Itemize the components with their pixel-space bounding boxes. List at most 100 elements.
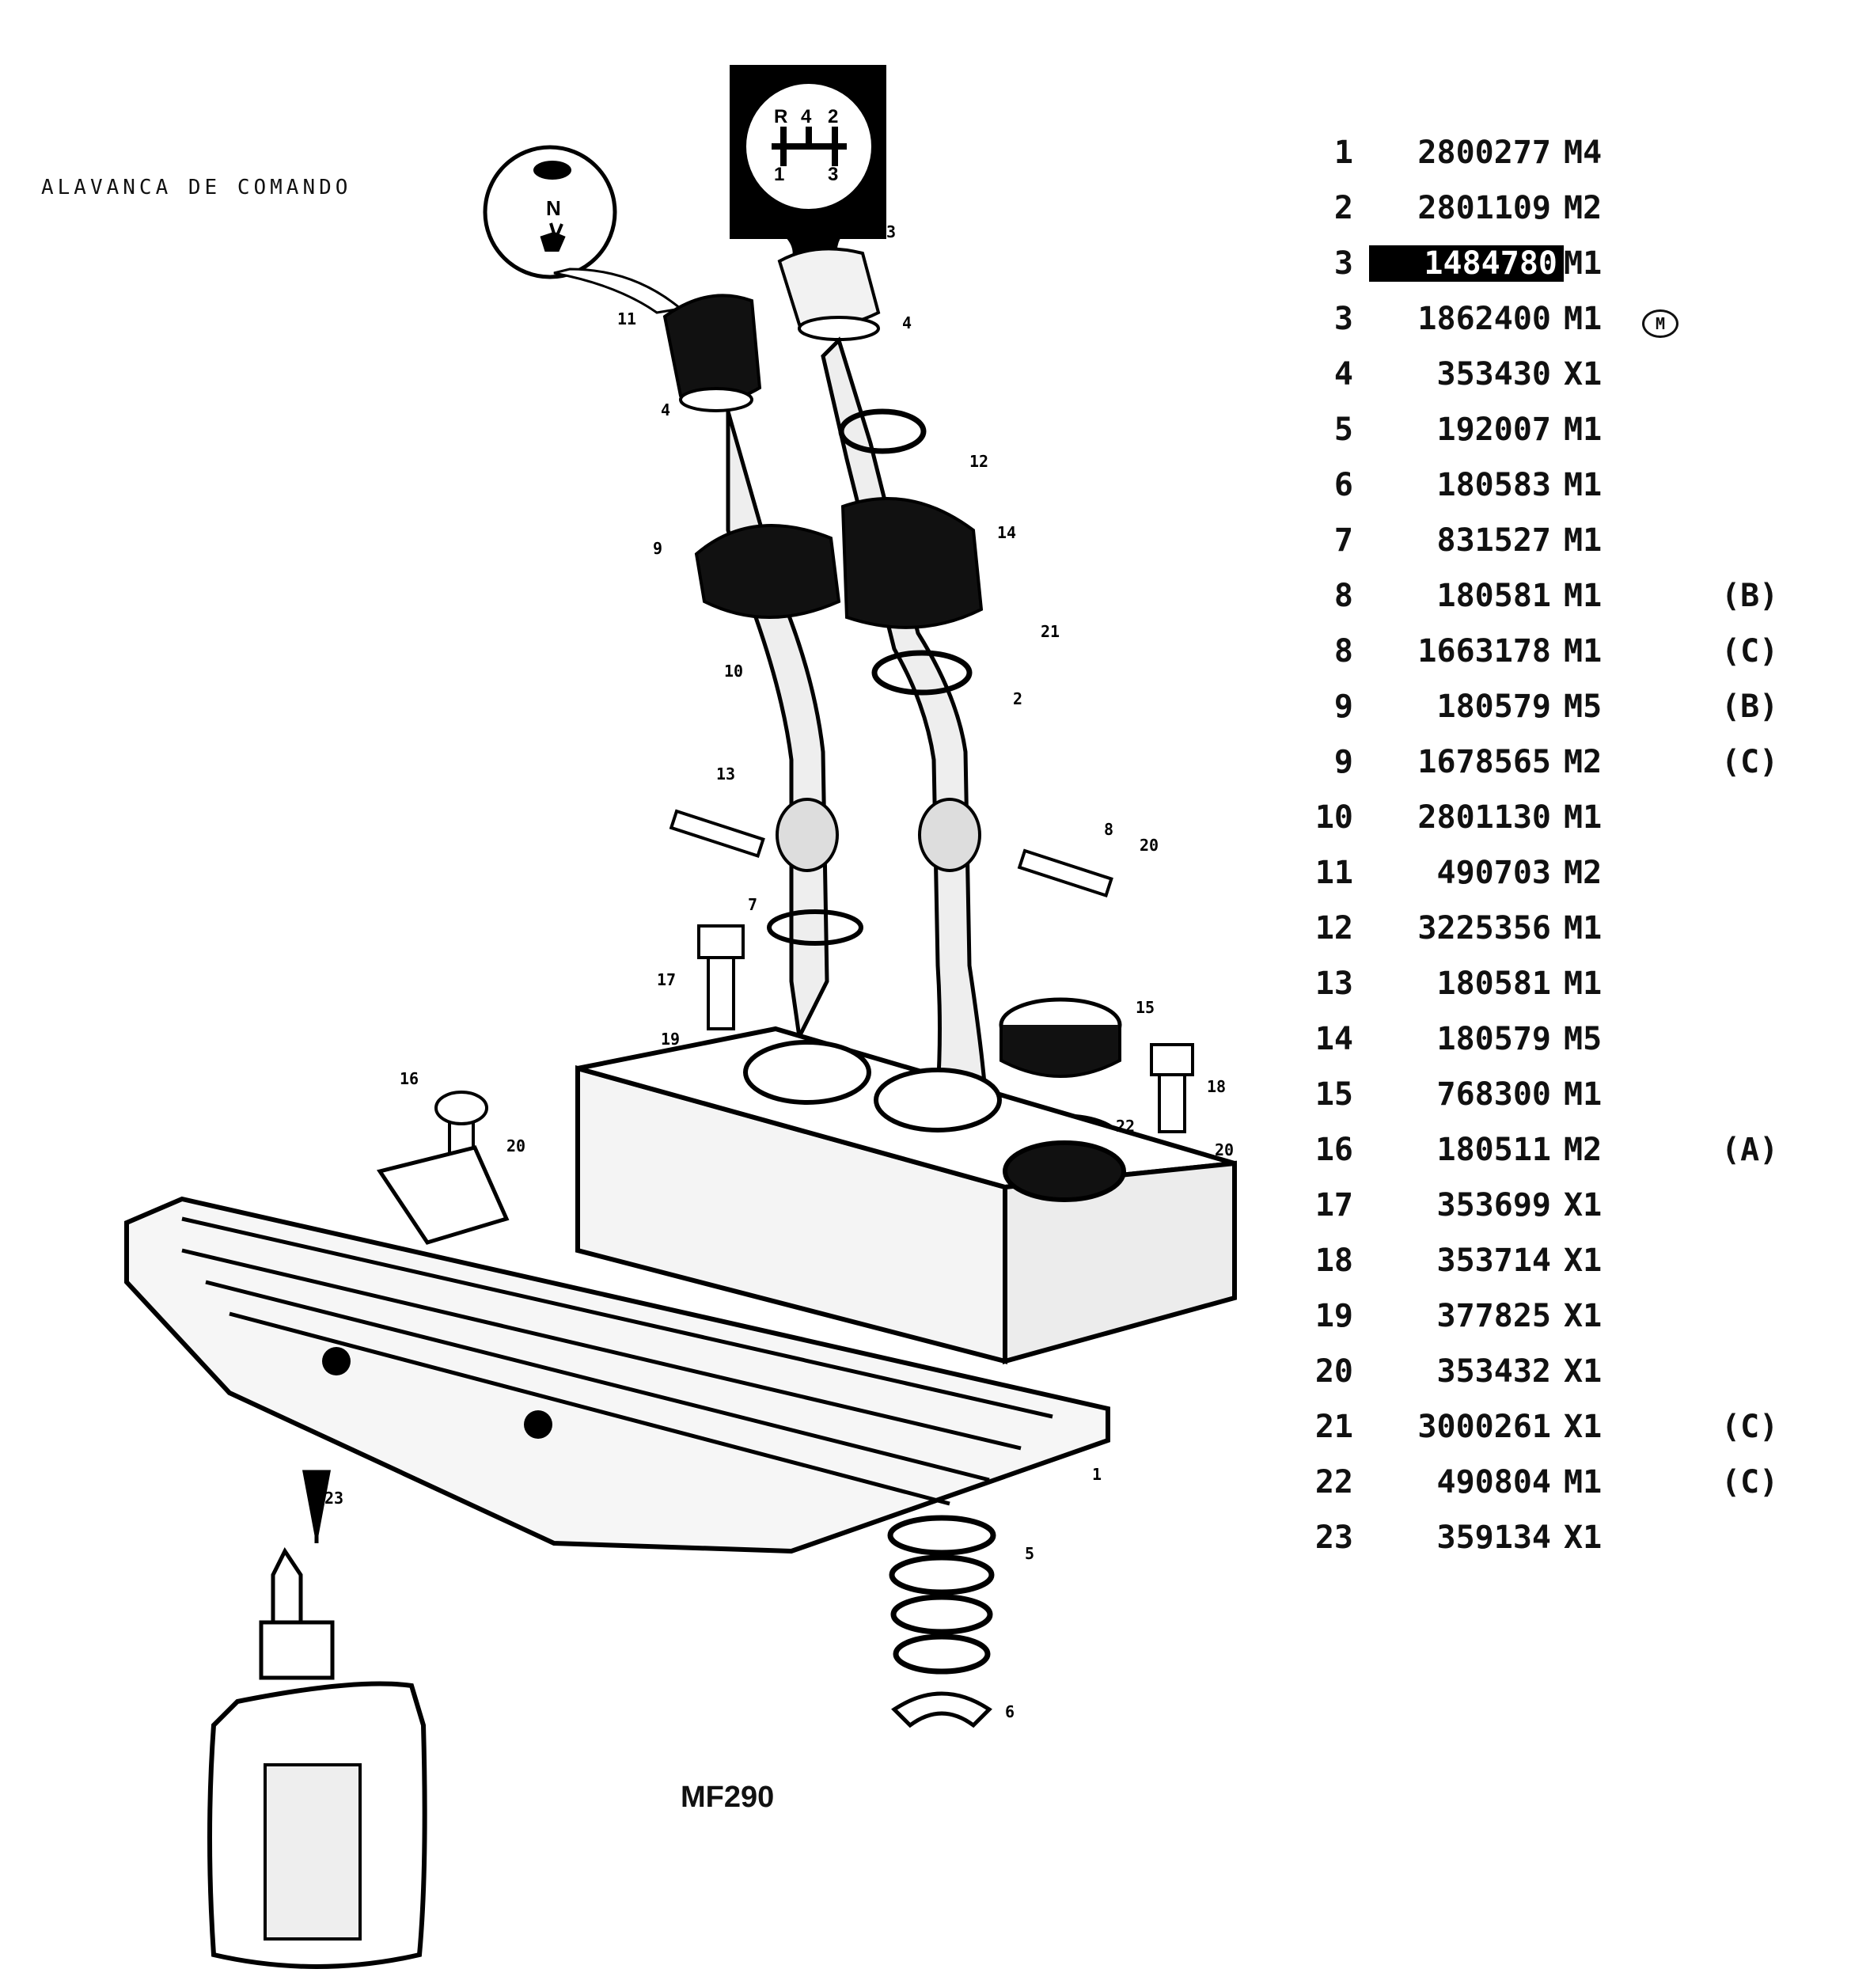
parts-row: 2 2801109 M2 [1282, 190, 1836, 237]
callout-label: 18 [1207, 1077, 1226, 1096]
part-number: 180511 [1436, 1132, 1552, 1168]
part-qty: X1 [1564, 1519, 1603, 1556]
part-ref: 2 [1333, 190, 1353, 226]
part-number: 359134 [1436, 1519, 1552, 1556]
base-plate [124, 1145, 1110, 1554]
range-N: N [546, 196, 561, 220]
callout-label: 14 [997, 523, 1016, 542]
part-qty: M1 [1564, 966, 1603, 1002]
part-number: 180579 [1436, 1021, 1552, 1057]
part-number: 180581 [1436, 578, 1552, 614]
callout-label: 9 [653, 539, 662, 558]
part-qty: M1 [1564, 1076, 1603, 1113]
callout-label: 22 [1116, 1117, 1135, 1136]
callout-label: 20 [1140, 836, 1159, 855]
part-number: 2800277 [1417, 135, 1551, 171]
part-qty: M2 [1564, 1132, 1603, 1168]
part-note: (A) [1721, 1132, 1779, 1168]
part-number: 353432 [1436, 1353, 1552, 1390]
part-qty: M1 [1564, 578, 1603, 614]
part-number: 353699 [1436, 1187, 1552, 1224]
model-label: MF290 [681, 1781, 775, 1814]
part-qty: M2 [1564, 855, 1603, 891]
part-ref: 18 [1314, 1242, 1353, 1279]
spring [887, 1515, 996, 1728]
part-number: 2801109 [1417, 190, 1551, 226]
part-ref: 3 [1333, 301, 1353, 337]
callout-label: 4 [902, 313, 912, 332]
part-qty: M2 [1564, 190, 1603, 226]
callout-label: 16 [400, 1069, 419, 1088]
part-qty: X1 [1564, 1409, 1603, 1445]
part-ref: 9 [1333, 689, 1353, 725]
part-qty: M1 [1564, 522, 1603, 559]
part-ref: 8 [1333, 578, 1353, 614]
part-ref: 8 [1333, 633, 1353, 670]
sealant-bottle [207, 1470, 427, 1969]
part-qty: M5 [1564, 689, 1603, 725]
gear-1: 1 [774, 164, 784, 185]
gear-2: 2 [828, 106, 838, 127]
part-qty: M2 [1564, 744, 1603, 780]
part-number: 768300 [1436, 1076, 1552, 1113]
part-qty: X1 [1564, 356, 1603, 393]
callout-label: 19 [661, 1030, 680, 1049]
part-note: M [1642, 301, 1678, 338]
page-title: ALAVANCA DE COMANDO [41, 176, 352, 199]
part-qty: M1 [1564, 910, 1603, 947]
callout-label: 8 [1104, 820, 1113, 839]
part-number: 180583 [1436, 467, 1552, 503]
part-number: 192007 [1436, 412, 1552, 448]
part-number: 180579 [1436, 689, 1552, 725]
part-number: 1678565 [1417, 744, 1551, 780]
part-number: 353714 [1436, 1242, 1552, 1279]
part-ref: 5 [1333, 412, 1353, 448]
callout-label: 7 [748, 895, 757, 914]
part-ref: 21 [1314, 1409, 1353, 1445]
part-note: (C) [1721, 633, 1779, 670]
callout-label: 12 [969, 452, 988, 471]
part-qty: M5 [1564, 1021, 1603, 1057]
part-ref: 4 [1333, 356, 1353, 393]
circled-m-icon: M [1642, 309, 1678, 338]
housing [575, 1026, 1237, 1364]
callout-label: 4 [661, 400, 670, 419]
parts-row: 8 180581 M1 (B) [1282, 578, 1836, 625]
part-number: 490703 [1436, 855, 1552, 891]
callout-label: 1 [1092, 1465, 1102, 1484]
part-ref: 22 [1314, 1464, 1353, 1500]
gear-4: 4 [801, 106, 812, 127]
part-note: (C) [1721, 744, 1779, 780]
part-number: 377825 [1436, 1298, 1552, 1334]
part-note: (B) [1721, 689, 1779, 725]
callout-label: 20 [506, 1136, 525, 1155]
part-ref: 6 [1333, 467, 1353, 503]
part-number: 490804 [1436, 1464, 1552, 1500]
part-note: (B) [1721, 578, 1779, 614]
callout-label: 23 [324, 1489, 343, 1508]
part-number: 1862400 [1417, 301, 1551, 337]
part-number: 2801130 [1417, 799, 1551, 836]
gear-lever [821, 336, 988, 1095]
part-ref: 9 [1333, 744, 1353, 780]
part-ref: 3 [1333, 245, 1353, 282]
callout-label: 10 [724, 662, 743, 681]
part-note: (C) [1721, 1409, 1779, 1445]
part-ref: 12 [1314, 910, 1353, 947]
part-number: 1484780 [1369, 245, 1564, 282]
